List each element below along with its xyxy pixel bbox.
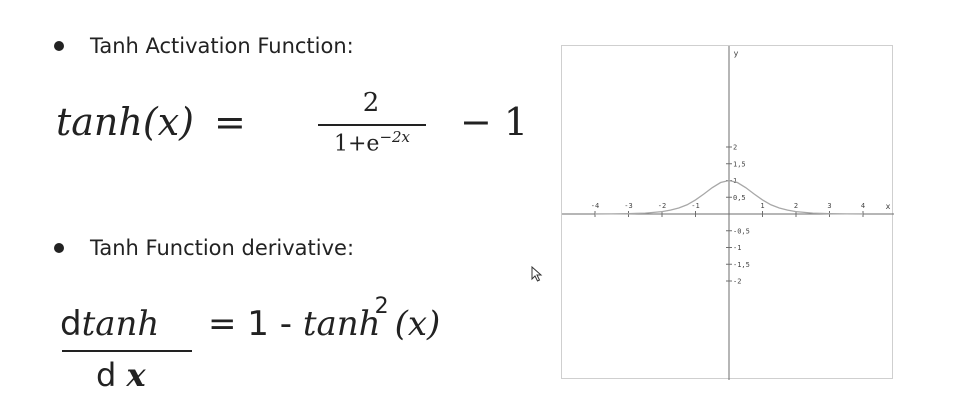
derivative-denominator: d x — [96, 356, 146, 394]
fraction-bar — [318, 124, 426, 126]
y-tick-label: -2 — [733, 278, 741, 286]
function-plot: -4 -3 -2 -1 1 2 3 4 2 1,5 1 0,5 -0,5 -1 -1,5 -2 x y — [561, 45, 894, 380]
y-tick-label: 1,5 — [733, 160, 746, 168]
derivative-formula: dtanh d x = 1 - tanh2(x) — [56, 294, 476, 400]
y-axis-label: y — [734, 49, 739, 58]
y-tick-label: -1 — [733, 244, 741, 252]
x-tick-label: -1 — [691, 202, 699, 210]
formula-numerator: 2 — [362, 88, 380, 118]
rhs-equals-one-minus: = 1 - — [208, 304, 293, 344]
formula-lhs: tanh(x) — [56, 100, 194, 144]
tanh-formula: tanh(x) = 2 1+e−2x − 1 — [56, 88, 528, 168]
rhs-square: 2 — [374, 294, 389, 319]
mouse-cursor-icon — [531, 265, 543, 286]
derivative-fraction-bar — [62, 350, 192, 352]
denominator-exponent: −2x — [379, 128, 411, 146]
y-tick-label: -0,5 — [733, 227, 750, 235]
x-tick-label: 3 — [827, 202, 831, 210]
formula-equals: = — [214, 100, 246, 144]
x-tick-label: -4 — [591, 202, 599, 210]
x-tick-label: -2 — [658, 202, 666, 210]
tanh-derivative-heading: Tanh Function derivative: — [90, 236, 355, 260]
x-tick-label: 4 — [861, 202, 865, 210]
x-tick-label: 2 — [794, 202, 798, 210]
tanh-activation-heading: Tanh Activation Function: — [90, 34, 354, 58]
formula-denominator: 1+e−2x — [314, 128, 430, 156]
x-axis-label: x — [886, 202, 891, 211]
bullet-dot — [54, 41, 64, 51]
denominator-base: 1+e — [333, 131, 380, 157]
plot-svg: -4 -3 -2 -1 1 2 3 4 2 1,5 1 0,5 -0,5 -1 -1,5 -2 x y — [562, 46, 894, 380]
y-tick-label: 2 — [733, 144, 737, 152]
bullet-dot — [54, 243, 64, 253]
denominator-d: d — [96, 356, 117, 394]
x-tick-label: -3 — [624, 202, 632, 210]
numerator-tanh: tanh — [81, 304, 160, 344]
rhs-tanh: tanh — [302, 304, 381, 344]
denominator-x: x — [126, 356, 146, 394]
y-tick-label: 1 — [733, 177, 737, 185]
derivative-rhs: = 1 - tanh2(x) — [208, 294, 441, 344]
rhs-argument: (x) — [394, 304, 441, 344]
formula-tail: − 1 — [460, 100, 529, 144]
derivative-curve — [594, 179, 864, 215]
derivative-numerator: dtanh — [60, 304, 159, 344]
y-tick-label: 0,5 — [733, 194, 746, 202]
y-tick-label: -1,5 — [733, 261, 750, 269]
numerator-d: d — [60, 304, 82, 344]
x-tick-label: 1 — [760, 202, 764, 210]
